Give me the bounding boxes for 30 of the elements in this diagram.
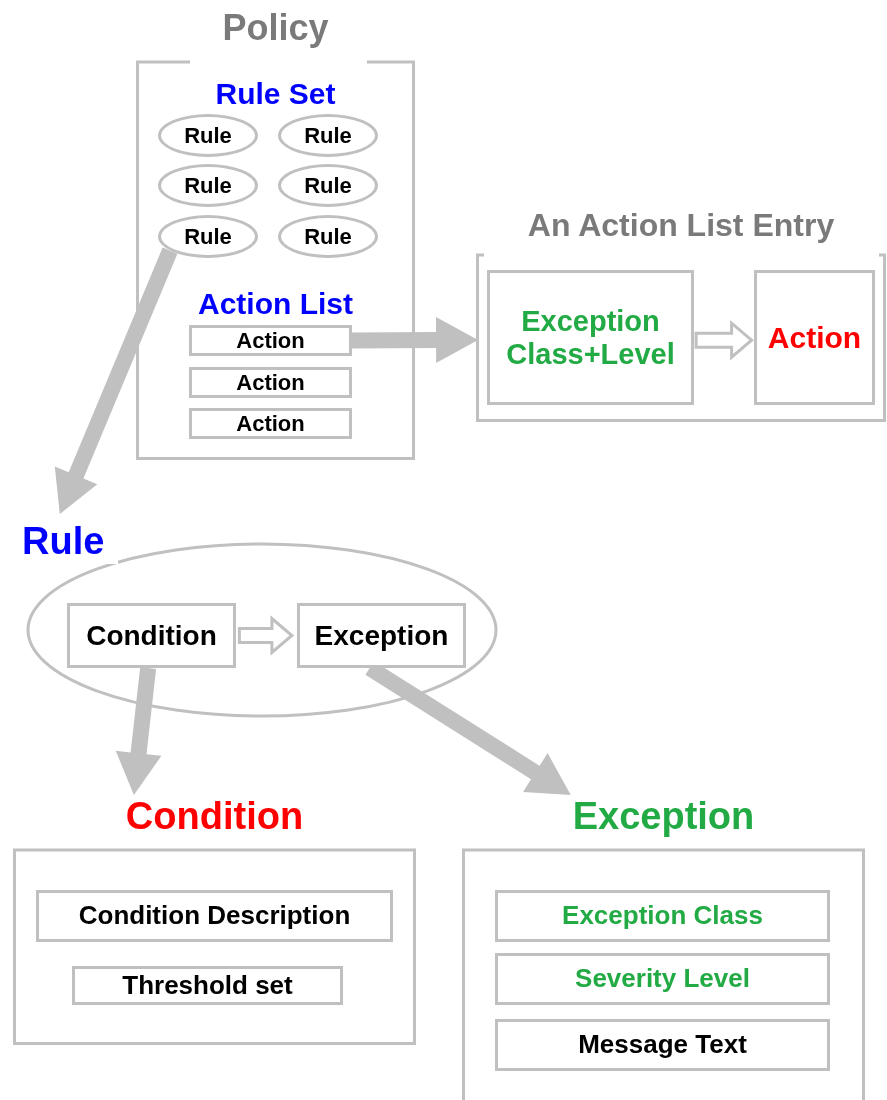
block-arrow xyxy=(352,317,479,364)
hollow-arrow xyxy=(237,615,295,656)
panel-heading: Policy xyxy=(221,7,330,49)
action-box: Action xyxy=(189,408,352,439)
exception-box: Exception Class+Level xyxy=(487,270,694,405)
field-box: Exception Class xyxy=(495,890,830,942)
hollow-arrow xyxy=(694,319,754,361)
action-box: Action xyxy=(189,325,352,356)
section-heading: Action List xyxy=(197,287,354,322)
field-box: Threshold set xyxy=(72,966,343,1005)
panel-heading: An Action List Entry xyxy=(526,207,836,244)
rule-label: Rule xyxy=(303,223,353,250)
field-box: Severity Level xyxy=(495,953,830,1005)
rule-label: Rule xyxy=(303,172,353,199)
action-box: Action xyxy=(754,270,875,405)
rule-label: Rule xyxy=(183,223,233,250)
rule-label: Rule xyxy=(303,122,353,149)
rule-oval xyxy=(158,215,258,258)
panel-heading: Condition xyxy=(124,795,305,839)
exception-box: Exception xyxy=(297,603,466,668)
field-box: Condition Description xyxy=(36,890,393,942)
rule-label: Rule xyxy=(183,172,233,199)
block-arrow xyxy=(115,667,162,795)
action-box: Action xyxy=(189,367,352,398)
field-box: Message Text xyxy=(495,1019,830,1071)
condition-box: Condition xyxy=(67,603,236,668)
panel-heading: Exception xyxy=(571,795,756,839)
section-heading: Rule Set xyxy=(214,77,337,112)
rule-label: Rule xyxy=(183,122,233,149)
block-arrow xyxy=(54,247,178,515)
